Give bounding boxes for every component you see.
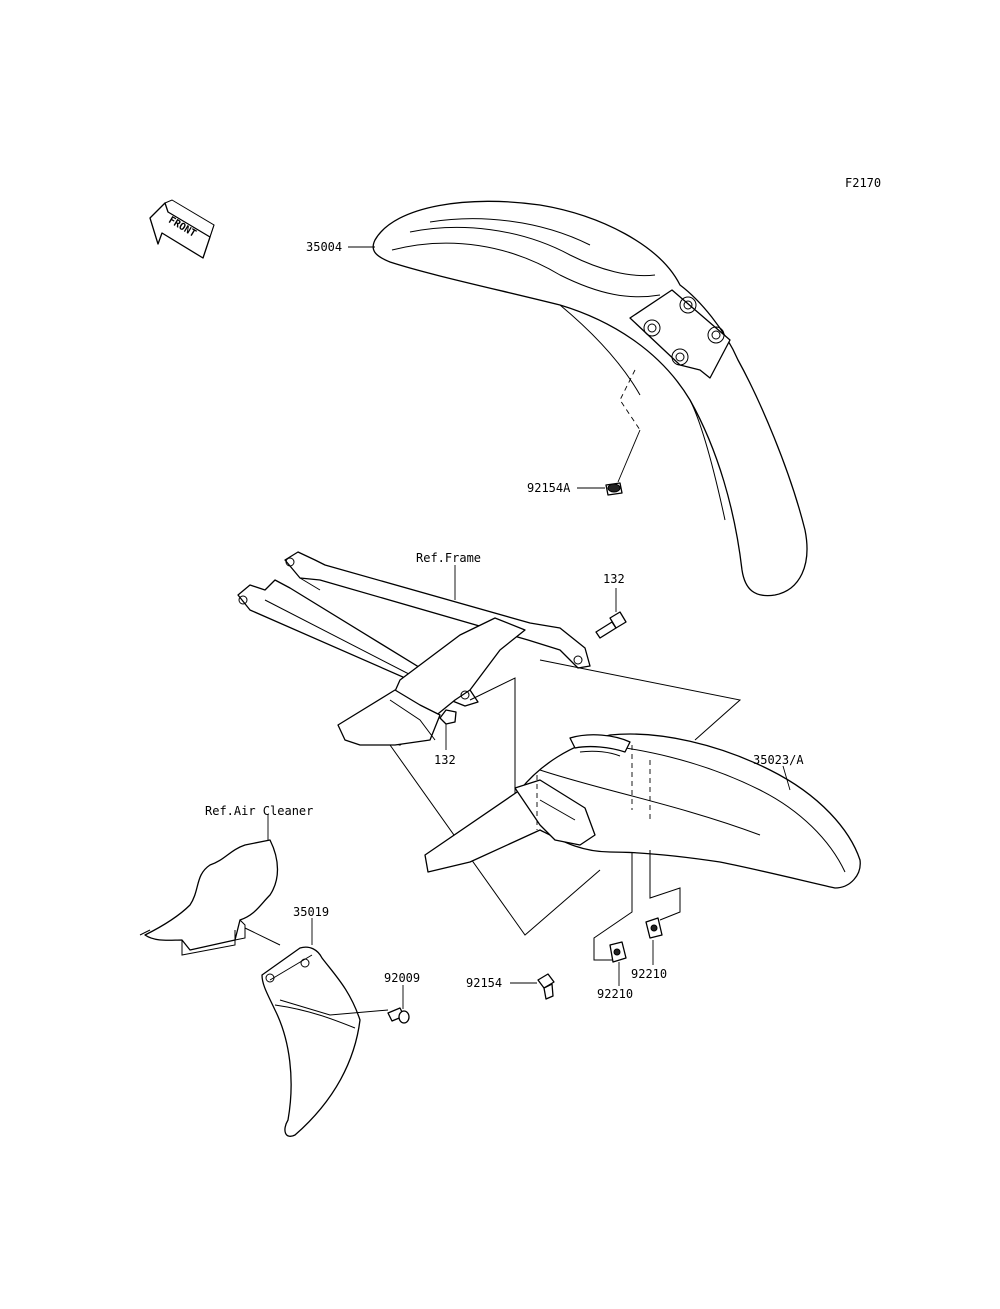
air-cleaner-reference	[139, 839, 279, 956]
mud-flap	[261, 946, 361, 1137]
label-92210-right: 92210	[631, 967, 667, 981]
label-ref-frame: Ref.Frame	[416, 551, 481, 565]
label-ref-air-cleaner: Ref.Air Cleaner	[205, 804, 313, 818]
alignment-line-air	[244, 927, 281, 946]
alignment-line-upper	[539, 659, 742, 741]
label-35004: 35004	[306, 240, 342, 254]
alignment-line-flap	[279, 999, 389, 1016]
screw-92009-icon	[387, 1007, 410, 1024]
label-92154a: 92154A	[527, 481, 571, 495]
bolt-92154a-icon	[605, 429, 641, 496]
subframe-reference	[237, 551, 591, 746]
bolt-132-upper-icon	[595, 588, 627, 639]
nut-92210-left-icon	[593, 852, 633, 963]
alignment-line-mid	[469, 677, 516, 830]
label-132-lower: 132	[434, 753, 456, 767]
label-132-upper: 132	[603, 572, 625, 586]
label-35023a: 35023/A	[753, 753, 804, 767]
front-arrow-icon: FRONT	[149, 199, 215, 259]
nut-92210-right-icon	[645, 850, 681, 939]
leader-35023a	[782, 765, 791, 791]
figure-code: F2170	[845, 176, 881, 190]
bolt-132-lower-icon	[439, 709, 457, 750]
label-92210-left: 92210	[597, 987, 633, 1001]
front-fender	[372, 200, 808, 597]
label-35019: 35019	[293, 905, 329, 919]
label-92154: 92154	[466, 976, 502, 990]
alignment-line-lower	[389, 744, 601, 936]
bolt-92154-icon	[537, 973, 555, 1000]
label-92009: 92009	[384, 971, 420, 985]
rear-fender	[424, 733, 861, 889]
